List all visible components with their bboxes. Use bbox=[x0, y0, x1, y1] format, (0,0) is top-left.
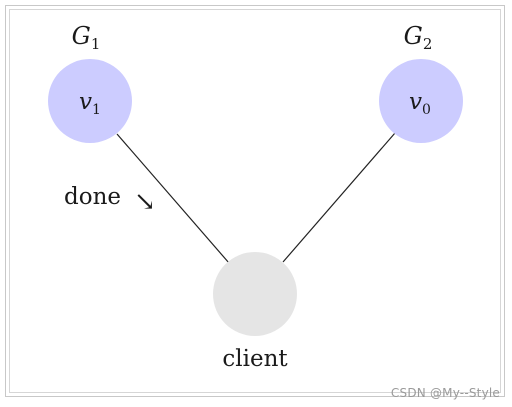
node-client-label: client bbox=[222, 346, 288, 372]
node-v1-label-sub: 1 bbox=[92, 102, 101, 118]
edge-label-done: done bbox=[64, 184, 121, 210]
node-v1-label: v1 bbox=[79, 89, 101, 118]
node-v0-label: v0 bbox=[409, 89, 431, 118]
watermark: CSDN @My--Style bbox=[390, 386, 500, 400]
node-v1 bbox=[48, 59, 132, 143]
south-east-arrow-icon: ↘ bbox=[134, 187, 156, 217]
group-g1-label-sub: 1 bbox=[91, 35, 101, 53]
diagram-frame-outer bbox=[5, 5, 505, 397]
group-g1-label: G1 bbox=[72, 22, 101, 53]
group-g2-label-sub: 2 bbox=[423, 35, 433, 53]
edge-v1-client bbox=[116, 133, 230, 264]
group-g2-label: G2 bbox=[404, 22, 433, 53]
node-v0-label-sub: 0 bbox=[422, 102, 431, 118]
node-client bbox=[213, 252, 297, 336]
node-v0 bbox=[379, 59, 463, 143]
edge-v0-client bbox=[282, 132, 396, 263]
diagram-frame-inner bbox=[9, 9, 501, 393]
